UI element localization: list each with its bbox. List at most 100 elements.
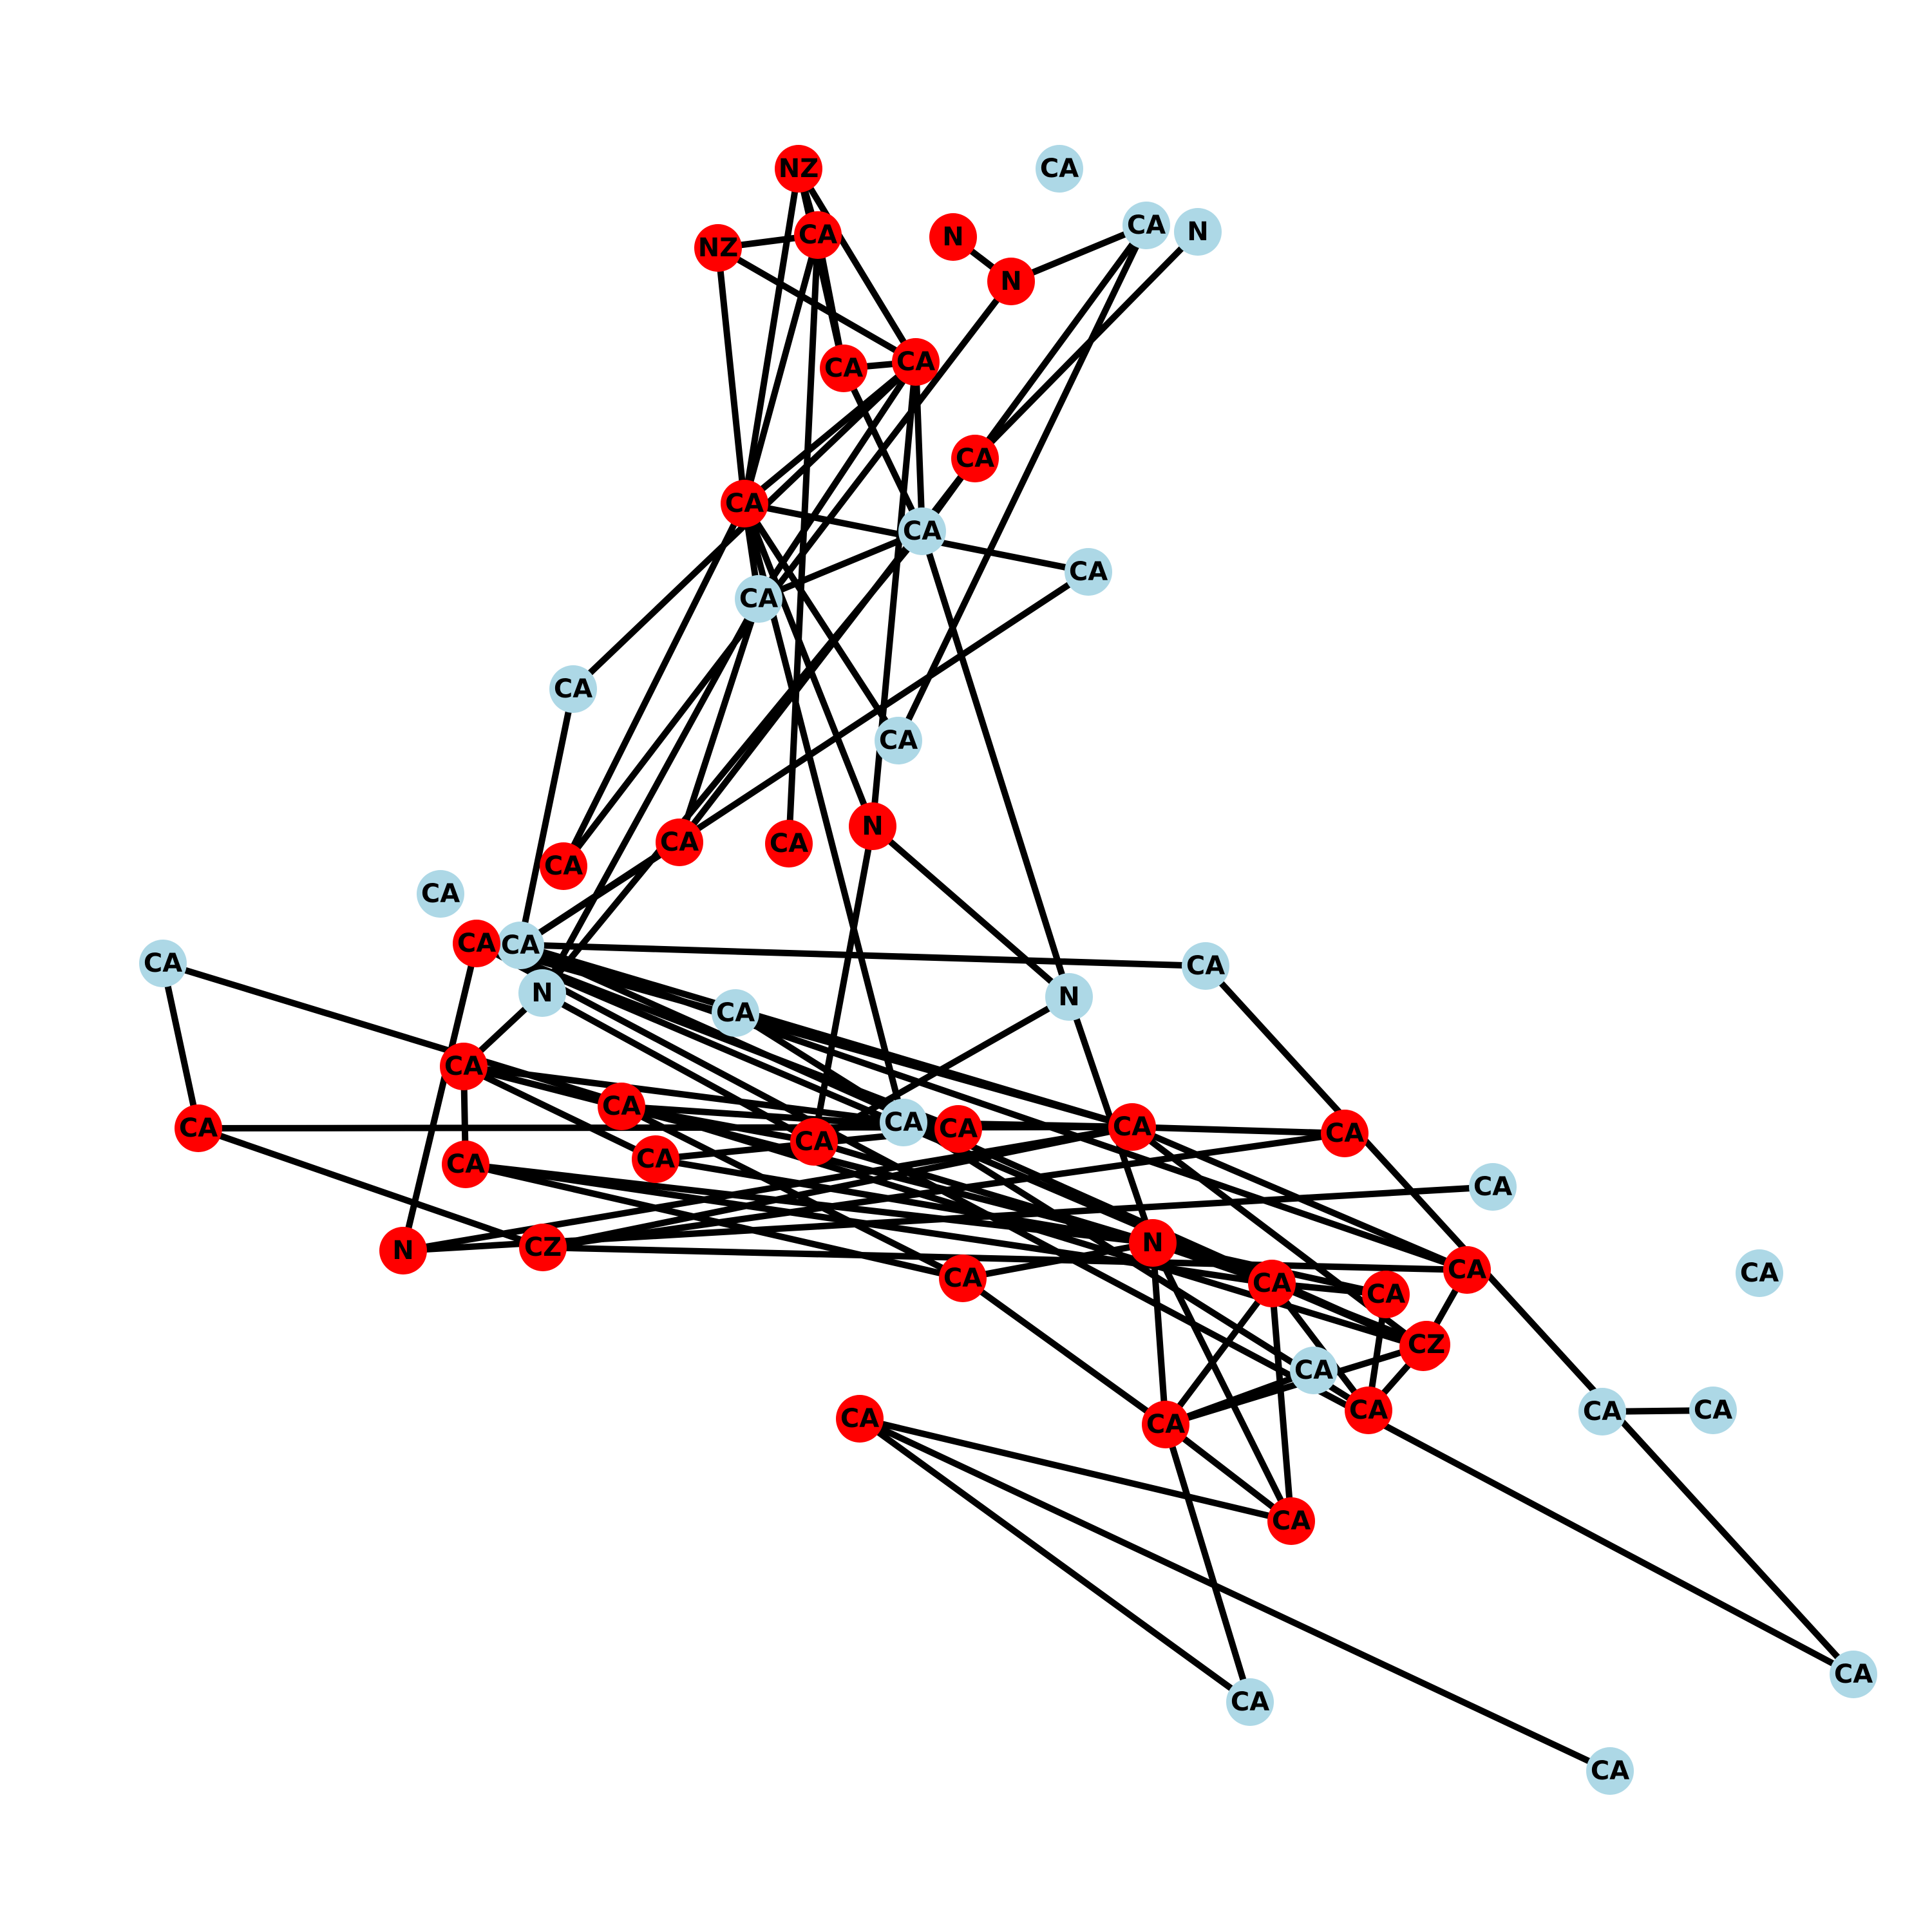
node-label: CA [716, 998, 755, 1028]
node-label: N [1142, 1228, 1163, 1258]
graph-node: N [1045, 973, 1093, 1021]
node-circle [549, 665, 597, 713]
node-circle [721, 480, 768, 527]
node-label: CA [840, 1404, 879, 1434]
node-circle [1045, 973, 1093, 1021]
graph-node: N [987, 258, 1035, 305]
graph-node: CA [1443, 1246, 1491, 1294]
node-circle [139, 940, 187, 987]
graph-node: CA [598, 1083, 645, 1130]
node-circle [1736, 1249, 1783, 1297]
graph-node: CA [790, 1118, 838, 1166]
node-label: CA [725, 489, 764, 518]
node-label: CA [1591, 1756, 1629, 1786]
node-label: CA [544, 851, 583, 881]
graph-node: CA [735, 575, 782, 623]
graph-node: CA [721, 480, 768, 527]
node-label: CA [1349, 1396, 1388, 1425]
node-circle [1830, 1651, 1877, 1698]
graph-node: CZ [1403, 1321, 1450, 1368]
graph-edge [400, 1124, 1135, 1254]
graph-edge [539, 596, 762, 996]
graph-node: CA [934, 1105, 982, 1153]
graph-node: CZ [519, 1224, 567, 1271]
node-circle [417, 870, 464, 918]
node-label: CA [1146, 1410, 1185, 1439]
node-circle [765, 820, 813, 867]
node-label: CA [1694, 1396, 1732, 1425]
node-circle [775, 145, 822, 193]
node-label: NZ [779, 154, 819, 184]
graph-edge [741, 500, 902, 744]
node-circle [440, 1043, 488, 1090]
node-label: CA [939, 1114, 978, 1144]
node-circle [453, 920, 500, 967]
node-label: CA [660, 828, 699, 857]
graph-node: CA [632, 1135, 679, 1183]
graph-node: N [1129, 1219, 1177, 1267]
graph-node: N [379, 1227, 427, 1274]
graph-edge [539, 528, 925, 996]
node-circle [836, 1395, 884, 1443]
node-circle [892, 338, 940, 386]
node-circle [1321, 1110, 1368, 1157]
node-label: CA [636, 1144, 675, 1174]
node-circle [849, 802, 896, 850]
graph-edge [462, 1161, 966, 1282]
graph-node: N [849, 802, 896, 850]
graph-node: CA [765, 820, 813, 867]
graph-edge [755, 528, 925, 602]
node-label: N [392, 1236, 413, 1265]
graph-node: NZ [694, 224, 742, 272]
node-label: CA [799, 220, 837, 250]
node-circle [175, 1104, 222, 1152]
graph-node: CA [794, 211, 842, 259]
node-circle [1248, 1260, 1296, 1307]
node-circle [656, 819, 703, 866]
node-circle [1362, 1271, 1410, 1318]
graph-node: CA [1469, 1163, 1517, 1211]
node-circle [632, 1135, 679, 1183]
node-circle [1108, 1103, 1156, 1151]
graph-node: CA [939, 1255, 987, 1302]
graph-node: CA [440, 1043, 488, 1090]
node-label: CA [1740, 1258, 1779, 1288]
graph-edge [869, 823, 1072, 1000]
graph-node: N [929, 213, 977, 261]
graph-edge [473, 940, 1857, 1678]
graph-edge [960, 1240, 1156, 1282]
node-label: CA [421, 879, 460, 909]
node-label: CA [884, 1108, 923, 1137]
node-circle [987, 258, 1035, 305]
graph-edge [400, 940, 480, 1254]
graph-edge [715, 245, 748, 507]
node-circle [1469, 1163, 1517, 1211]
graph-node: N [1174, 208, 1222, 256]
node-circle [598, 1083, 645, 1130]
graph-node: CA [1142, 1401, 1189, 1448]
node-circle [790, 1118, 838, 1166]
node-label: CA [795, 1127, 833, 1157]
node-circle [934, 1105, 982, 1153]
graph-node: CA [175, 1104, 222, 1152]
node-label: CA [1253, 1269, 1291, 1298]
node-label: CA [1231, 1687, 1269, 1717]
graph-node: N [518, 969, 566, 1017]
graph-edge [473, 940, 1209, 969]
graph-edge [460, 1063, 659, 1162]
node-label: N [1000, 267, 1021, 296]
node-label: CA [1583, 1397, 1622, 1426]
graph-edge [1162, 1421, 1294, 1524]
node-label: CA [943, 1264, 982, 1293]
node-label: CA [501, 931, 540, 960]
graph-edge [913, 359, 925, 535]
graph-edge [960, 1275, 1169, 1428]
graph-edge [160, 960, 202, 1132]
graph-edge [857, 1416, 1294, 1524]
graph-node: CA [453, 920, 500, 967]
graph-edge [1129, 1124, 1348, 1137]
graph-node: CA [1586, 1747, 1634, 1795]
graph-edge [618, 1103, 966, 1282]
graph-node: CA [1830, 1651, 1877, 1698]
